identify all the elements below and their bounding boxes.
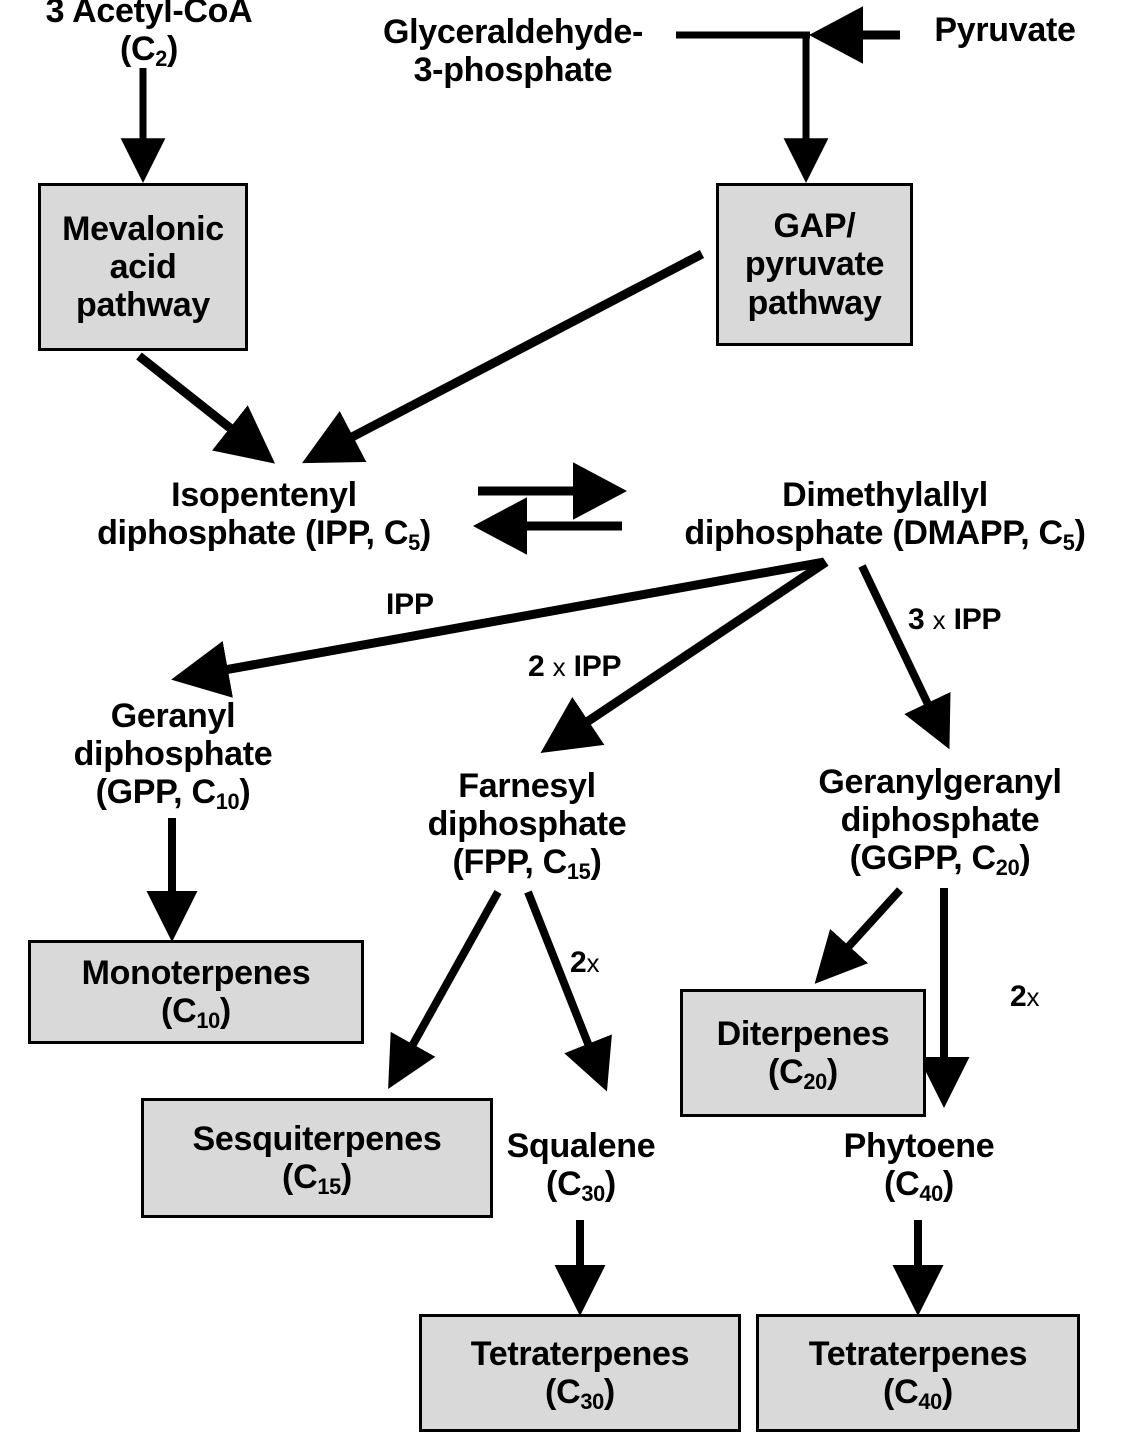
node-phytoene: Phytoene (C40) bbox=[843, 1126, 995, 1207]
edge-ggpp-to-diterpenes bbox=[814, 887, 903, 984]
node-squalene: Squalene (C30) bbox=[506, 1126, 656, 1207]
edge-fpp-to-sesquiterpenes bbox=[388, 890, 502, 1089]
edge-dmapp-to-ggpp bbox=[858, 564, 951, 750]
edge-fpp-to-squalene bbox=[524, 890, 612, 1092]
edge-label-2x-squalene: 2x bbox=[570, 946, 600, 979]
node-dimethylallyl-diphosphate: Dimethylallyl diphosphate (DMAPP, C5) bbox=[684, 475, 1086, 556]
node-sesquiterpenes-box: Sesquiterpenes (C15) bbox=[141, 1098, 493, 1218]
edge-label-2x-phytoene: 2x bbox=[1010, 980, 1040, 1013]
edge-dmapp-to-gpp bbox=[171, 557, 825, 698]
node-isopentenyl-diphosphate: Isopentenyl diphosphate (IPP, C5) bbox=[97, 475, 431, 556]
node-mevalonic-acid-pathway-box: Mevalonic acid pathway bbox=[38, 183, 248, 351]
edge-mevalonic-to-ipp bbox=[136, 352, 276, 464]
node-diterpenes-box: Diterpenes (C20) bbox=[680, 989, 926, 1117]
edge-label-3x-ipp: 3 x IPP bbox=[908, 603, 1002, 636]
node-geranyl-diphosphate: Geranyl diphosphate (GPP, C10) bbox=[73, 696, 273, 815]
node-pyruvate: Pyruvate bbox=[934, 10, 1076, 49]
edge-gappyruvate-to-ipp bbox=[302, 250, 705, 464]
edge-label-2x-ipp: 2 x IPP bbox=[528, 650, 622, 683]
node-farnesyl-diphosphate: Farnesyl diphosphate (FPP, C15) bbox=[427, 766, 627, 885]
node-geranylgeranyl-diphosphate: Geranylgeranyl diphosphate (GGPP, C20) bbox=[818, 762, 1062, 881]
edge-label-ipp: IPP bbox=[386, 588, 434, 621]
node-tetraterpenes-c40-box: Tetraterpenes (C40) bbox=[756, 1314, 1080, 1432]
node-monoterpenes-box: Monoterpenes (C10) bbox=[28, 940, 364, 1044]
node-tetraterpenes-c30-box: Tetraterpenes (C30) bbox=[419, 1314, 741, 1432]
node-gap-pyruvate-pathway-box: GAP/ pyruvate pathway bbox=[716, 183, 913, 346]
node-glyceraldehyde-3-phosphate: Glyceraldehyde- 3-phosphate bbox=[382, 12, 644, 89]
node-acetyl-coa: 3 Acetyl-CoA (C2) bbox=[45, 0, 253, 72]
